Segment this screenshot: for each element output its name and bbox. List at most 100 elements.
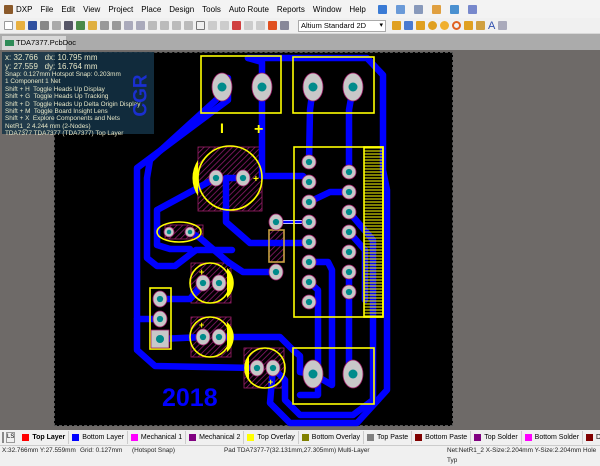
layer-tab-top-solder[interactable]: Top Solder bbox=[471, 431, 522, 444]
interactive-route-icon[interactable] bbox=[404, 21, 413, 30]
top-overlay bbox=[149, 55, 384, 405]
layer-tab-label: Drill Guide bbox=[596, 434, 600, 441]
pad-hole bbox=[305, 298, 313, 306]
distribute-tool-icon[interactable] bbox=[431, 4, 441, 14]
layer-tab-label: Bottom Solder bbox=[534, 434, 580, 441]
layer-tab-mechanical-1[interactable]: Mechanical 1 bbox=[128, 431, 187, 444]
status-net: Net:NetR1_2 X-Size:2.204mm Y-Size:2.204m… bbox=[447, 447, 597, 464]
menu-window[interactable]: Window bbox=[312, 4, 342, 14]
layer-tab-label: Top Paste bbox=[377, 434, 409, 441]
menu-place[interactable]: Place bbox=[141, 4, 162, 14]
grid-icon[interactable] bbox=[467, 4, 477, 14]
move-icon[interactable] bbox=[208, 21, 217, 30]
print-icon[interactable] bbox=[40, 21, 49, 30]
clear-filter-icon[interactable] bbox=[232, 21, 241, 30]
print-preview-icon[interactable] bbox=[52, 21, 61, 30]
pad-hole bbox=[308, 82, 318, 92]
layer-color-swatch bbox=[130, 434, 138, 441]
text-icon[interactable]: A bbox=[488, 19, 496, 32]
polygon-icon[interactable] bbox=[476, 21, 485, 30]
pad-hole bbox=[239, 174, 247, 182]
route-icon[interactable] bbox=[392, 21, 401, 30]
fill-icon[interactable] bbox=[464, 21, 473, 30]
layer-tab-bottom-paste[interactable]: Bottom Paste bbox=[412, 431, 472, 444]
layer-tab-label: Top Solder bbox=[484, 434, 518, 441]
menu-help[interactable]: Help bbox=[349, 4, 366, 14]
pad-hole bbox=[199, 279, 207, 287]
component-icon[interactable] bbox=[498, 21, 508, 30]
current-layer-color[interactable] bbox=[2, 432, 4, 443]
pad-hole bbox=[187, 229, 193, 235]
pcb-drawing[interactable]: I + + + + + 2018 bbox=[0, 50, 600, 430]
tab-tda7377-pcbdoc[interactable]: TDA7377.PcbDoc bbox=[2, 36, 76, 50]
layer-tab-mechanical-2[interactable]: Mechanical 2 bbox=[186, 431, 245, 444]
view-config-select[interactable]: Altium Standard 2D bbox=[298, 19, 386, 32]
select-area-icon[interactable] bbox=[196, 21, 205, 30]
browse-icon[interactable] bbox=[280, 21, 289, 30]
menu-project[interactable]: Project bbox=[108, 4, 134, 14]
layer-tab-label: Mechanical 2 bbox=[199, 434, 241, 441]
cross-probe-icon[interactable] bbox=[268, 21, 277, 30]
document-tab-bar: TDA7377.PcbDoc bbox=[0, 34, 600, 50]
layer-tab-label: Mechanical 1 bbox=[140, 434, 183, 441]
zoom-fit-icon[interactable] bbox=[100, 21, 109, 30]
via-icon[interactable] bbox=[428, 21, 437, 30]
layer-color-swatch bbox=[415, 434, 423, 441]
hud-shortcut: Shift + D Toggle Heads Up Delta Origin D… bbox=[5, 100, 141, 108]
connector-j3-outline bbox=[292, 347, 375, 405]
pad-hole bbox=[305, 278, 313, 286]
layer-tab-bottom-solder[interactable]: Bottom Solder bbox=[522, 431, 584, 444]
layer-tab-top-layer[interactable]: Top Layer bbox=[19, 431, 70, 444]
deselect-icon[interactable] bbox=[220, 21, 229, 30]
cut-icon[interactable] bbox=[148, 21, 157, 30]
undo-icon[interactable] bbox=[244, 21, 253, 30]
layer-color-swatch bbox=[474, 434, 482, 441]
3d-icon[interactable] bbox=[64, 21, 73, 30]
standard-toolbar: Altium Standard 2D A bbox=[0, 18, 600, 34]
folder-icon[interactable] bbox=[88, 21, 97, 30]
layer-set-button[interactable]: LS bbox=[6, 432, 16, 443]
pad-hole bbox=[345, 208, 353, 216]
pad-hole bbox=[199, 333, 207, 341]
connector-j2-outline bbox=[292, 56, 375, 114]
place-tool-icon[interactable] bbox=[413, 4, 423, 14]
pad-hole bbox=[212, 174, 220, 182]
align-tool-icon[interactable] bbox=[395, 4, 405, 14]
select-tool-icon[interactable] bbox=[449, 4, 459, 14]
zoom-select-icon[interactable] bbox=[124, 21, 133, 30]
pad-hole bbox=[272, 268, 280, 276]
hud-shortcut: Shift + H Toggle Heads Up Display bbox=[5, 85, 105, 93]
menu-auto-route[interactable]: Auto Route bbox=[228, 4, 269, 14]
layer-tab-bottom-layer[interactable]: Bottom Layer bbox=[69, 431, 128, 444]
arc-icon[interactable] bbox=[452, 21, 461, 30]
menu-tools[interactable]: Tools bbox=[202, 4, 221, 14]
rubber-stamp-icon[interactable] bbox=[184, 21, 193, 30]
layer-tab-bottom-overlay[interactable]: Bottom Overlay bbox=[299, 431, 365, 444]
diff-pair-icon[interactable] bbox=[416, 21, 425, 30]
menu-design[interactable]: Design bbox=[169, 4, 195, 14]
menu-view[interactable]: View bbox=[83, 4, 101, 14]
menu-edit[interactable]: Edit bbox=[61, 4, 76, 14]
pad-icon[interactable] bbox=[440, 21, 449, 30]
paste-icon[interactable] bbox=[172, 21, 181, 30]
menu-reports[interactable]: Reports bbox=[276, 4, 305, 14]
wiring-tool-icon[interactable] bbox=[377, 4, 387, 14]
cap-c2-outline bbox=[156, 221, 202, 243]
layer-tab-drill-guide[interactable]: Drill Guide bbox=[583, 431, 600, 444]
open-icon[interactable] bbox=[16, 21, 25, 30]
layer-tab-label: Bottom Layer bbox=[82, 434, 124, 441]
redo-icon[interactable] bbox=[256, 21, 265, 30]
board-icon[interactable] bbox=[76, 21, 85, 30]
layer-tab-top-paste[interactable]: Top Paste bbox=[364, 431, 413, 444]
save-icon[interactable] bbox=[28, 21, 37, 30]
new-icon[interactable] bbox=[4, 21, 13, 30]
copy-icon[interactable] bbox=[160, 21, 169, 30]
zoom-filter-icon[interactable] bbox=[136, 21, 145, 30]
status-snap: (Hotspot Snap) bbox=[132, 447, 175, 454]
hud-summary: 1 Component 1 Net bbox=[5, 78, 61, 86]
zoom-area-icon[interactable] bbox=[112, 21, 121, 30]
pad-hole bbox=[305, 238, 313, 246]
layer-tab-top-overlay[interactable]: Top Overlay bbox=[244, 431, 299, 444]
menu-file[interactable]: File bbox=[40, 4, 54, 14]
menu-dxp[interactable]: DXP bbox=[16, 4, 33, 14]
